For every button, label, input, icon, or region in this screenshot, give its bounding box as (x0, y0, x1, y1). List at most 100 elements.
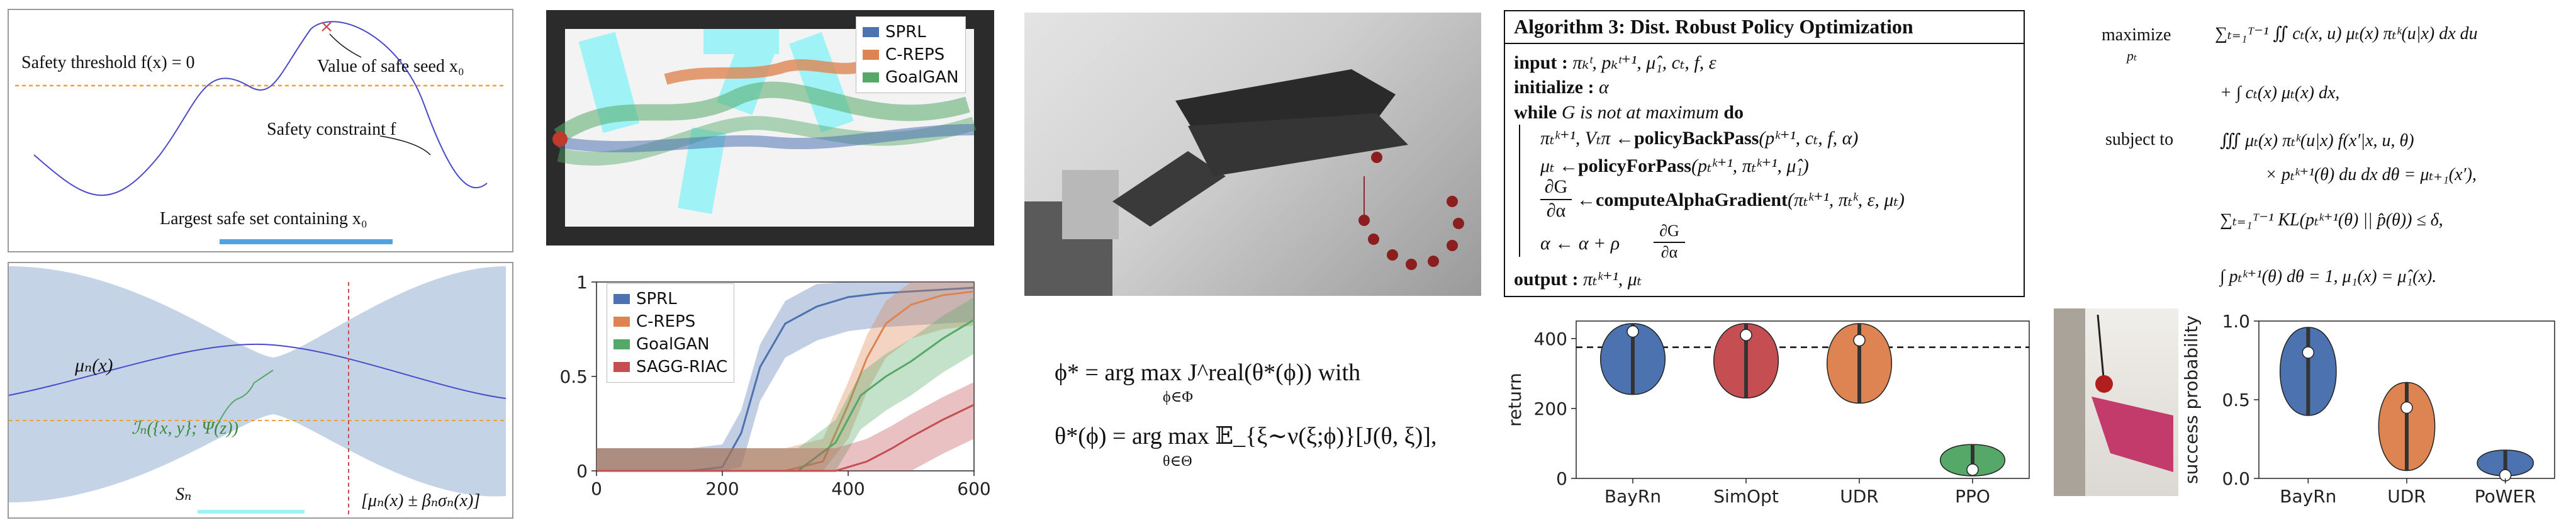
subject-to-label: subject to (2105, 130, 2174, 149)
robot-wrist (1062, 170, 1119, 239)
y-tick-label: 0 (1556, 468, 1567, 489)
legend-sprl: SPRL (885, 23, 926, 42)
series-band-sprl (596, 282, 974, 471)
gradient-frac-bar (1540, 199, 1572, 200)
gradient-frac-den: ∂α (1546, 200, 1566, 221)
constraint-row-1: ∭ μₜ(x) πₜᵏ(u|x) f(x′|x, u, θ) (2220, 131, 2414, 150)
equation-line-2: θ*(ϕ) = arg max 𝔼_{ξ∼ν(ξ;ϕ)}[J(θ, ξ)], (1055, 423, 1437, 449)
median-point-bayrn (2302, 346, 2315, 359)
ball-trajectory (1358, 152, 1464, 270)
update-frac-den: ∂α (1660, 243, 1678, 261)
median-point-ppo (1966, 463, 1979, 476)
photo-wall (2054, 308, 2085, 496)
x-tick-label: 400 (831, 478, 865, 499)
band-label: [μₙ(x) ± βₙσₙ(x)] (361, 491, 481, 511)
creps-trajectory (664, 59, 863, 85)
constraint-row-4: ∫ pₜᵏ⁺¹(θ) dθ = 1, μ₁(x) = μ̂₁(x). (2220, 267, 2437, 286)
median-point-bayrn (1627, 325, 1639, 338)
mean-label: μₙ(x) (75, 355, 113, 376)
plot-frame (1576, 320, 2030, 479)
gp-plot-svg (9, 266, 507, 517)
pendulum-svg (2054, 308, 2173, 496)
maze-legend: SPRL C-REPS GoalGAN (856, 16, 966, 93)
step-forpass: μₜ ←policyForPass(pₜᵏ⁺¹, πₜᵏ⁺¹, μ̂₁) (1540, 155, 1809, 176)
optimization-problem: maximize pₜ subject to ∑ₜ₌₁ᵀ⁻¹ ∬ cₜ(x, u… (2051, 6, 2573, 302)
y-axis-label: return (1507, 373, 1525, 427)
algorithm-box: Algorithm 3: Dist. Robust Policy Optimiz… (1504, 10, 2025, 297)
legend-series-goalgan: GoalGAN (636, 335, 710, 354)
series-line-sprl (596, 286, 975, 472)
robot-svg (1024, 69, 1464, 296)
goalgan-trajectory (554, 81, 970, 143)
category-label: UDR (2387, 486, 2426, 507)
equation-line-1: ϕ* = arg max J^real(θ*(ϕ)) with (1055, 359, 1361, 386)
category-label: SimOpt (1713, 486, 1779, 507)
constraint-label: Safety constraint f (267, 120, 396, 139)
gp-uncertainty-plot: μₙ(x) ℐₙ({x, y}; Ψ(z)) Sₙ [μₙ(x) ± βₙσₙ(… (8, 262, 513, 519)
algorithm-title: Algorithm 3: Dist. Robust Policy Optimiz… (1514, 15, 1913, 38)
while-bracket (1519, 125, 1520, 257)
pendulum-photo (2054, 308, 2178, 496)
swing-paddles (2092, 397, 2173, 472)
robot-fingers (1188, 113, 1408, 176)
curve-legend: SPRL C-REPS GoalGAN SAGG-RIAC (607, 283, 735, 383)
objective-row-2: + ∫ cₜ(x) μₜ(x) dx, (2220, 83, 2340, 103)
update-frac-bar (1654, 242, 1685, 243)
set-label: Sₙ (176, 485, 192, 504)
series-line-sagg-riac (596, 404, 975, 472)
safety-constraint-plot: × Safety threshold f(x) = 0 Value of saf… (8, 9, 513, 252)
median-point-simopt (1740, 329, 1752, 341)
category-label: PPO (1955, 486, 1990, 507)
series-line-goalgan (596, 319, 975, 472)
y-tick-label: 200 (1534, 398, 1567, 419)
step-backpass: πₜᵏ⁺¹, Vₜπ ←policyBackPass(pᵏ⁺¹, cₜ, f, … (1540, 128, 1859, 149)
sprl-trajectory (557, 124, 975, 153)
info-gain-curve (216, 370, 274, 427)
maximize-sub: pₜ (2127, 48, 2137, 64)
pendulum-rod (2097, 314, 2105, 385)
y-tick-label: 0 (576, 461, 588, 482)
safety-plot-svg: × (15, 16, 506, 244)
objective-row-1: ∑ₜ₌₁ᵀ⁻¹ ∬ cₜ(x, u) μₜ(x) πₜᵏ(u|x) dx du (2215, 24, 2478, 43)
step-alpha-update: α ← α + ρ (1540, 233, 1620, 254)
initialize-line: initialize : α (1514, 77, 1609, 98)
seed-label: Value of safe seed x₀ (317, 57, 464, 76)
median-point-udr (1853, 334, 1866, 347)
seed-arrow (329, 33, 362, 58)
safe-set-label: Largest safe set containing x₀ (160, 209, 367, 229)
constraint-row-3: ∑ₜ₌₁ᵀ⁻¹ KL(pₜᵏ⁺¹(θ) || p̂(θ)) ≤ δ, (2220, 210, 2443, 230)
category-label: UDR (1840, 486, 1879, 507)
input-line: input : πₖᵗ, pₖᵗ⁺¹, μ̂₁, cₜ, f, ε (1514, 52, 1716, 73)
title-divider (1505, 43, 2024, 44)
y-tick-label: 1.0 (2222, 311, 2250, 332)
series-band-c-reps (596, 282, 974, 471)
pendulum-ball (2095, 375, 2113, 393)
y-tick-label: 400 (1534, 329, 1567, 349)
series-band-sagg-riac (596, 382, 974, 471)
y-tick-label: 0.0 (2222, 468, 2250, 489)
confidence-band (9, 266, 506, 502)
x-tick-label: 0 (591, 478, 602, 499)
mean-curve (9, 343, 507, 399)
start-ball (552, 132, 568, 147)
legend-series-creps: C-REPS (636, 312, 696, 331)
maze-trajectories: SPRL C-REPS GoalGAN (546, 10, 994, 246)
info-label: ℐₙ({x, y}; Ψ(z)) (132, 419, 238, 438)
legend-goalgan: GoalGAN (885, 68, 959, 87)
series-line-c-reps (596, 290, 975, 472)
gradient-frac-num: ∂G (1544, 176, 1568, 197)
legend-creps: C-REPS (885, 45, 945, 64)
robot-palm (1112, 151, 1226, 227)
category-label: BayRn (2280, 486, 2336, 507)
legend-series-sprl: SPRL (636, 290, 677, 308)
safety-constraint-curve (33, 21, 488, 196)
threshold-label: Safety threshold f(x) = 0 (21, 53, 195, 72)
constraint-row-2: × pₜᵏ⁺¹(θ) du dx dθ = μₜ₊₁(x′), (2265, 165, 2477, 184)
category-label: PoWER (2475, 486, 2536, 507)
step-alpha-gradient: ←computeAlphaGradient(πₜᵏ⁺¹, πₜᵏ, ε, μₜ) (1577, 189, 1905, 210)
x-tick-label: 600 (957, 478, 990, 499)
